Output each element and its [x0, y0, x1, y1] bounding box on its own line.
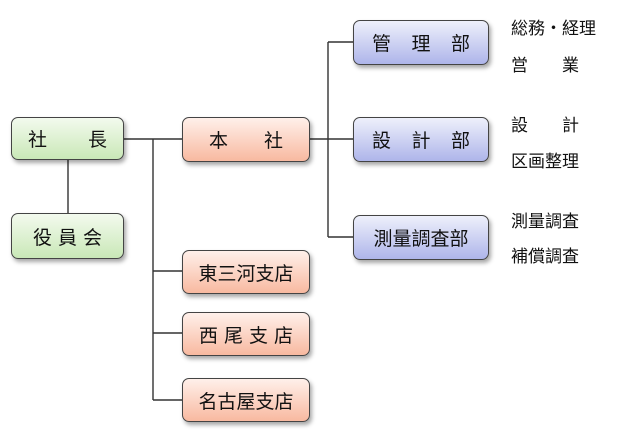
design-dept-label-2: 計: [411, 130, 431, 152]
president-label-1: 社: [28, 129, 48, 151]
survey-duty-2: 補償調査: [511, 247, 579, 267]
design-duty-2: 区画整理: [511, 152, 579, 172]
headquarters-box: 本 社: [182, 117, 310, 162]
board-label: 役 員 会: [32, 226, 103, 249]
management-duty-1: 総務・経理: [511, 19, 596, 39]
department-box-survey: 測量調査部: [353, 215, 489, 260]
management-dept-label-2: 理: [411, 33, 431, 55]
department-box-management: 管 理 部: [353, 20, 489, 65]
headquarters-label-2: 社: [263, 130, 283, 152]
department-box-design: 設 計 部: [353, 117, 489, 162]
management-dept-label-3: 部: [450, 33, 470, 55]
branch-label-higashimikawa: 東三河支店: [198, 262, 294, 285]
management-duty-2: 営 業: [511, 56, 579, 76]
management-dept-label-1: 管: [372, 33, 392, 55]
design-dept-label-1: 設: [372, 130, 392, 152]
president-box: 社 長: [11, 117, 124, 160]
president-label-2: 長: [87, 129, 107, 151]
branch-label-nagoya: 名古屋支店: [198, 390, 294, 413]
design-duty-1: 設 計: [511, 116, 579, 136]
headquarters-label-1: 本: [209, 130, 229, 152]
branch-box-higashimikawa: 東三河支店: [182, 250, 310, 294]
board-box: 役 員 会: [11, 213, 124, 259]
survey-dept-label: 測量調査部: [373, 228, 469, 250]
survey-duty-1: 測量調査: [511, 212, 579, 232]
branch-box-nagoya: 名古屋支店: [182, 378, 310, 422]
design-dept-label-3: 部: [450, 130, 470, 152]
branch-label-nishio: 西 尾 支 店: [198, 324, 294, 347]
branch-box-nishio: 西 尾 支 店: [182, 312, 310, 356]
